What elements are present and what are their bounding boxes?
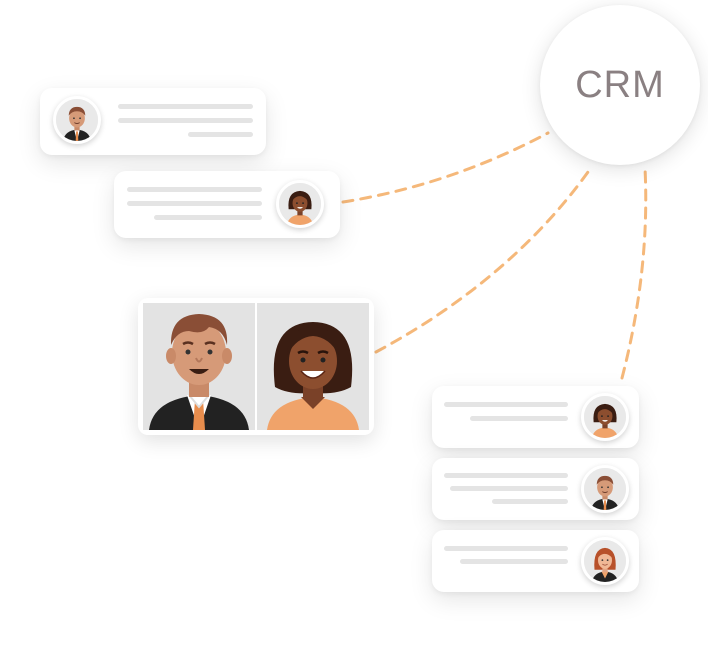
redhead-woman-avatar-icon — [581, 537, 629, 585]
video-call-panel[interactable] — [138, 298, 374, 435]
placeholder-line — [118, 118, 253, 123]
connector-video — [374, 170, 590, 354]
crm-hub: CRM — [540, 5, 700, 165]
placeholder-line — [444, 546, 568, 551]
contact-card-4[interactable] — [432, 458, 639, 520]
crm-label: CRM — [575, 63, 665, 106]
woman-avatar-icon — [581, 393, 629, 441]
placeholder-line — [154, 215, 262, 220]
placeholder-line — [450, 486, 568, 491]
video-tile-man — [143, 303, 255, 430]
contact-card-1[interactable] — [40, 88, 266, 155]
placeholder-line — [444, 402, 568, 407]
man-avatar-icon — [581, 465, 629, 513]
placeholder-line — [188, 132, 253, 137]
contact-card-5[interactable] — [432, 530, 639, 592]
video-tile-woman — [257, 303, 369, 430]
woman-avatar-icon — [257, 303, 369, 430]
placeholder-line — [470, 416, 568, 421]
man-avatar-icon — [53, 96, 101, 144]
placeholder-line — [118, 104, 253, 109]
placeholder-line — [492, 499, 568, 504]
placeholder-line — [444, 473, 568, 478]
placeholder-line — [127, 201, 262, 206]
woman-avatar-icon — [276, 180, 324, 228]
connector-card-3 — [620, 166, 648, 380]
placeholder-line — [460, 559, 568, 564]
contact-card-2[interactable] — [114, 171, 340, 238]
connector-card-2 — [341, 131, 550, 204]
man-avatar-icon — [143, 303, 255, 430]
placeholder-line — [127, 187, 262, 192]
contact-card-3[interactable] — [432, 386, 639, 448]
